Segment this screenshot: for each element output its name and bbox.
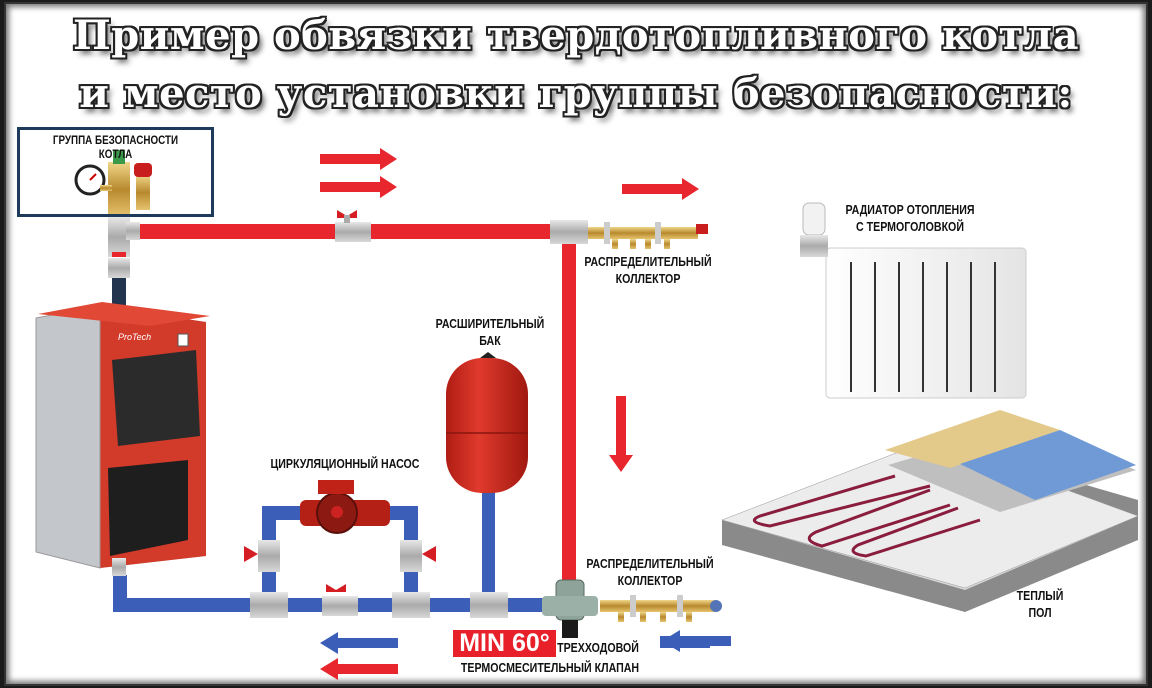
arrow-right-icon [320,148,397,170]
safety-group-image [74,150,152,217]
arrow-left-icon [662,630,731,652]
boiler-riser [108,217,140,308]
arrow-right-icon [622,178,699,200]
expansion-tank-image [446,352,528,493]
bottom-manifold-label: РАСПРЕДЕЛИТЕЛЬНЫЙ КОЛЛЕКТОР [586,557,714,588]
min-temperature-badge: MIN 60° [453,630,556,657]
arrow-right-icon [320,176,397,198]
radiator-image [800,202,1027,399]
supply-flow-arrows [320,148,699,472]
safety-group-label: ГРУППА БЕЗОПАСНОСТИ КОТЛА [52,133,179,161]
arrow-left-icon [320,658,398,680]
three-way-valve-image [542,579,598,638]
page-title-line1: Пример обвязки твердотопливного котла [73,12,1079,59]
valve-label-line2: ТЕРМОСМЕСИТЕЛЬНЫЙ КЛАПАН [460,661,640,675]
bypass-fittings [244,540,508,618]
top-manifold-image [588,222,708,249]
page-title-line2: и место установки группы безопасности: [79,70,1073,117]
return-flow-arrows [320,630,731,680]
expansion-tank-label: РАСШИРИТЕЛЬНЫЙ БАК [435,317,545,348]
boiler: ProTech [35,302,210,576]
bottom-manifold-image [600,595,722,622]
circulation-pump-image [300,480,390,534]
tank-pipe [482,490,495,605]
arrow-left-icon [320,632,398,654]
supply-ball-valve [335,210,371,242]
pump-label: ЦИРКУЛЯЦИОННЫЙ НАСОС [270,457,420,471]
supply-tee [550,220,588,244]
radiator-label: РАДИАТОР ОТОПЛЕНИЯ С ТЕРМОГОЛОВКОЙ [845,203,975,234]
underfloor-heating-label: ТЕПЛЫЙ ПОЛ [1016,589,1064,620]
underfloor-heating-image [721,410,1139,612]
boiler-brand: ProTech [118,332,151,342]
valve-label-line1: ТРЕХХОДОВОЙ [557,641,639,655]
safety-group-callout: ГРУППА БЕЗОПАСНОСТИ КОТЛА [17,127,214,217]
top-manifold-label: РАСПРЕДЕЛИТЕЛЬНЫЙ КОЛЛЕКТОР [584,255,712,286]
supply-pipe-vertical [562,230,576,580]
arrow-down-icon [609,396,633,472]
